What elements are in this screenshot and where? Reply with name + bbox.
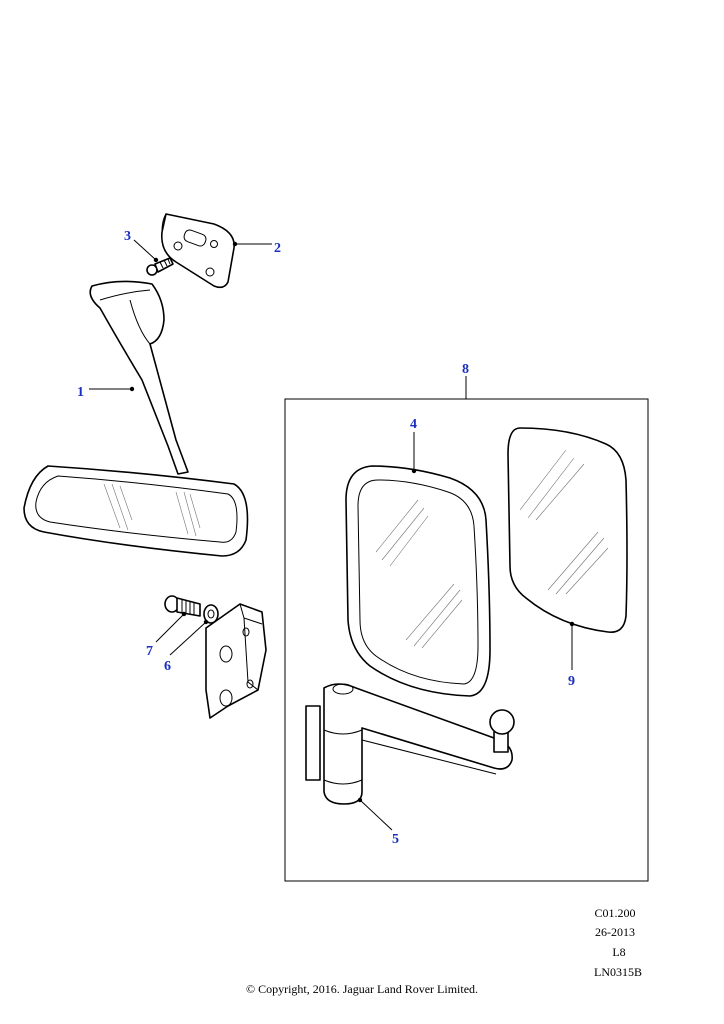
callout-4: 4	[410, 417, 417, 432]
leader-lines	[89, 239, 575, 831]
screw-part	[146, 257, 174, 276]
callout-7: 7	[146, 644, 153, 659]
callout-2: 2	[274, 241, 281, 256]
exterior-mirror-head-part	[345, 465, 491, 697]
callout-9: 9	[568, 674, 575, 689]
reference-date: 26-2013	[595, 925, 635, 939]
mounting-bracket-part	[205, 603, 267, 719]
callout-1: 1	[77, 385, 84, 400]
reference-model: L8	[612, 945, 626, 959]
reference-illustration-id: LN0315B	[594, 965, 642, 979]
callout-5: 5	[392, 832, 399, 847]
bolt-part	[164, 595, 201, 617]
mounting-plate-part	[160, 213, 235, 289]
mirror-arm-part	[305, 683, 515, 805]
callout-8: 8	[462, 362, 469, 377]
reference-code: C01.200	[594, 906, 636, 920]
interior-mirror-part	[23, 280, 249, 557]
callout-6: 6	[164, 659, 171, 674]
callout-3: 3	[124, 229, 131, 244]
mirror-glass-part	[507, 427, 628, 633]
copyright-notice: © Copyright, 2016. Jaguar Land Rover Lim…	[245, 982, 479, 996]
washer-part	[203, 604, 219, 624]
